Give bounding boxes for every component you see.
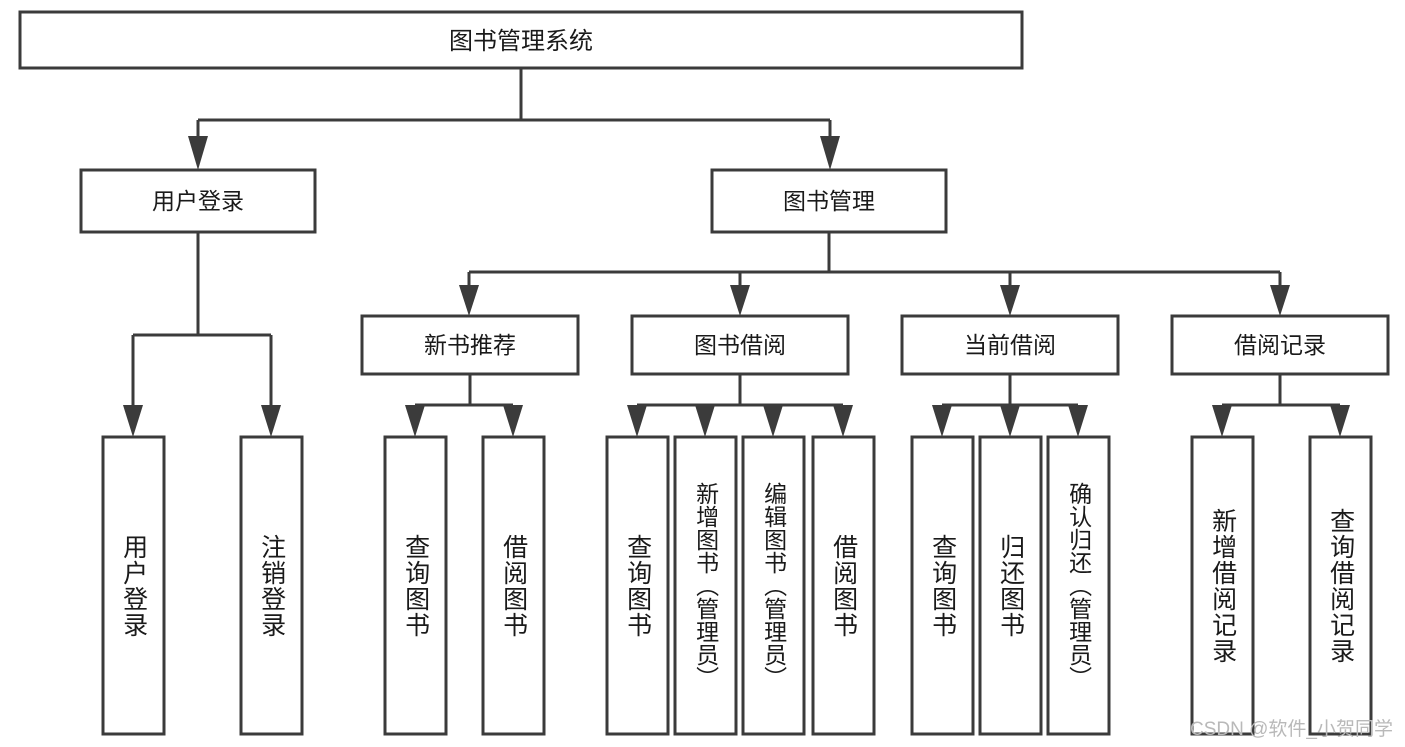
node-user-login[interactable]: 用户登录: [79, 168, 317, 234]
arrow-head-user-login: [188, 136, 208, 170]
node-new-book-label: 新书推荐: [424, 332, 516, 358]
arrow-head-cb-leaf2: [1000, 405, 1020, 437]
leaf-box-cb-query-book[interactable]: [910, 435, 975, 736]
node-current-borrow-label: 当前借阅: [964, 332, 1056, 358]
leaf-box-nb-borrow-book[interactable]: [481, 435, 546, 736]
node-root-box: [18, 10, 1024, 70]
arrow-head-bb-leaf3: [763, 405, 783, 437]
node-current-borrow[interactable]: 当前借阅: [900, 314, 1120, 376]
arrow-head-br-leaf1: [1212, 405, 1232, 437]
arrow-head-nb-leaf2: [503, 405, 523, 437]
leaf-box-cb-return-book[interactable]: [978, 435, 1043, 736]
arrow-head-book-borrow: [730, 285, 750, 316]
arrow-head-leaf-user-login: [123, 405, 143, 437]
node-root[interactable]: 图书管理系统: [18, 10, 1024, 70]
arrow-head-leaf-logout: [261, 405, 281, 437]
node-book-manage-box: [710, 168, 948, 234]
node-book-borrow-box: [630, 314, 850, 376]
arrow-head-nb-leaf1: [405, 405, 425, 437]
arrow-head-cb-leaf3: [1068, 405, 1088, 437]
arrow-head-bb-leaf1: [627, 405, 647, 437]
arrow-head-bb-leaf4: [833, 405, 853, 437]
node-borrow-record-label: 借阅记录: [1234, 332, 1326, 358]
leaf-box-logout[interactable]: [239, 435, 304, 736]
node-book-borrow-label: 图书借阅: [694, 332, 786, 358]
node-root-label: 图书管理系统: [449, 28, 593, 55]
arrow-head-book-manage: [820, 136, 840, 170]
arrow-head-bb-leaf2: [695, 405, 715, 437]
node-borrow-record[interactable]: 借阅记录: [1170, 314, 1390, 376]
node-current-borrow-box: [900, 314, 1120, 376]
node-borrow-record-box: [1170, 314, 1390, 376]
arrow-head-borrow-record: [1270, 285, 1290, 316]
node-new-book[interactable]: 新书推荐: [360, 314, 580, 376]
arrow-head-cb-leaf1: [932, 405, 952, 437]
leaf-box-user-login[interactable]: [101, 435, 166, 736]
leaf-box-br-add-record[interactable]: [1190, 435, 1255, 736]
node-user-login-label: 用户登录: [152, 188, 244, 214]
leaf-box-bb-borrow-book[interactable]: [811, 435, 876, 736]
leaf-box-bb-edit-book[interactable]: [741, 435, 806, 736]
arrow-head-new-book: [459, 285, 479, 316]
leaf-box-bb-query-book[interactable]: [605, 435, 670, 736]
leaf-box-bb-add-book[interactable]: [673, 435, 738, 736]
arrow-head-current-borrow: [1000, 285, 1020, 316]
node-new-book-box: [360, 314, 580, 376]
arrow-head-br-leaf2: [1330, 405, 1350, 437]
leaf-box-nb-query-book[interactable]: [383, 435, 448, 736]
node-book-borrow[interactable]: 图书借阅: [630, 314, 850, 376]
node-book-manage[interactable]: 图书管理: [710, 168, 948, 234]
leaf-box-br-query-record[interactable]: [1308, 435, 1373, 736]
leaf-box-cb-confirm-return[interactable]: [1046, 435, 1111, 736]
node-book-manage-label: 图书管理: [783, 188, 875, 214]
